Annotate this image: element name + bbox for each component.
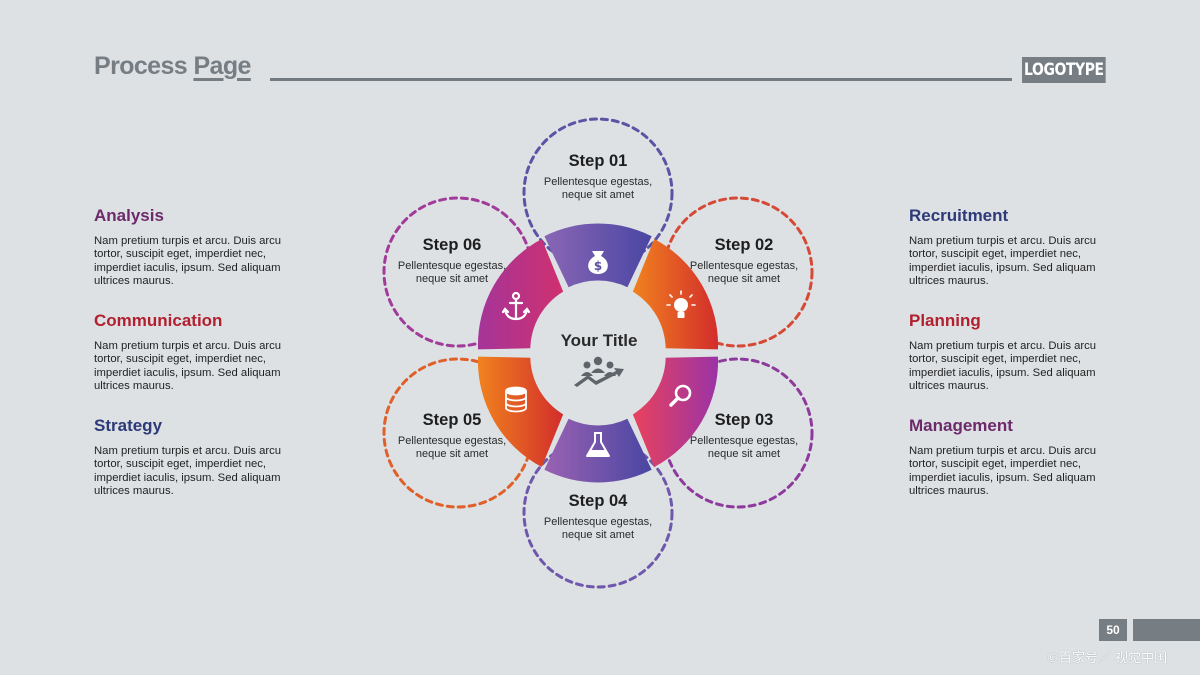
left-item-text: Nam pretium turpis et arcu. Duis arcu to…: [94, 340, 282, 393]
left-item-title: Analysis: [94, 206, 164, 225]
left-item-communication: Communication Nam pretium turpis et arcu…: [94, 311, 299, 394]
left-item-text: Nam pretium turpis et arcu. Duis arcu to…: [94, 235, 282, 288]
left-item-title: Communication: [94, 311, 223, 330]
left-item-text: Nam pretium turpis et arcu. Duis arcu to…: [94, 445, 282, 498]
svg-text:$: $: [594, 259, 602, 273]
step-06-title: Step 06: [422, 236, 482, 254]
page-title: Process Page: [94, 52, 251, 81]
people-growth-chart-icon: [574, 356, 624, 387]
anchor-icon: [501, 291, 531, 321]
center-disc: [533, 288, 663, 418]
watermark: ©百家号／ 视觉中国: [1046, 651, 1168, 666]
left-item-title: Strategy: [94, 416, 163, 435]
step-05-title: Step 05: [422, 411, 482, 429]
step-06-desc: Pellentesque egestas, neque sit amet: [397, 260, 507, 286]
flask-icon: [586, 432, 610, 457]
step-06-segment: [477, 239, 564, 350]
step-04-desc: Pellentesque egestas, neque sit amet: [543, 516, 653, 542]
step-02-segment: [632, 239, 719, 350]
step-01-title: Step 01: [568, 152, 628, 170]
page-title-word-2: Page: [193, 52, 251, 80]
step-02-text: Step 02 Pellentesque egestas, neque sit …: [689, 236, 799, 286]
page-number: 50: [1099, 619, 1127, 641]
step-05-text: Step 05 Pellentesque egestas, neque sit …: [397, 411, 507, 461]
step-01-text: Step 01 Pellentesque egestas, neque sit …: [543, 152, 653, 202]
header-divider: [270, 78, 1012, 81]
step-03-desc: Pellentesque egestas, neque sit amet: [689, 435, 799, 461]
right-item-title: Recruitment: [909, 206, 1009, 225]
center-title: Your Title: [560, 331, 638, 350]
money-bag-icon: $: [588, 251, 608, 274]
step-06-text: Step 06 Pellentesque egestas, neque sit …: [397, 236, 507, 286]
page-title-word-1: Process: [94, 52, 188, 80]
right-item-text: Nam pretium turpis et arcu. Duis arcu to…: [909, 445, 1097, 498]
step-03-title: Step 03: [714, 411, 774, 429]
step-03-segment: [632, 356, 719, 467]
step-02-desc: Pellentesque egestas, neque sit amet: [689, 260, 799, 286]
right-item-text: Nam pretium turpis et arcu. Duis arcu to…: [909, 235, 1097, 288]
step-01-desc: Pellentesque egestas, neque sit amet: [543, 176, 653, 202]
right-item-recruitment: Recruitment Nam pretium turpis et arcu. …: [909, 206, 1114, 289]
left-item-analysis: Analysis Nam pretium turpis et arcu. Dui…: [94, 206, 299, 289]
light-bulb-icon: [666, 290, 696, 318]
logo: LOGOTYPE: [1022, 57, 1106, 83]
step-05-desc: Pellentesque egestas, neque sit amet: [397, 435, 507, 461]
left-item-strategy: Strategy Nam pretium turpis et arcu. Dui…: [94, 416, 299, 499]
right-item-text: Nam pretium turpis et arcu. Duis arcu to…: [909, 340, 1097, 393]
step-04-title: Step 04: [568, 492, 628, 510]
step-03-text: Step 03 Pellentesque egestas, neque sit …: [689, 411, 799, 461]
right-item-title: Planning: [909, 311, 981, 330]
right-item-title: Management: [909, 416, 1013, 435]
right-item-planning: Planning Nam pretium turpis et arcu. Dui…: [909, 311, 1114, 394]
coin-stack-icon: [505, 386, 527, 413]
step-02-title: Step 02: [714, 236, 774, 254]
magnifier-icon: [669, 384, 692, 407]
page-number-bar: [1133, 619, 1200, 641]
step-04-text: Step 04 Pellentesque egestas, neque sit …: [543, 492, 653, 542]
right-item-management: Management Nam pretium turpis et arcu. D…: [909, 416, 1114, 499]
